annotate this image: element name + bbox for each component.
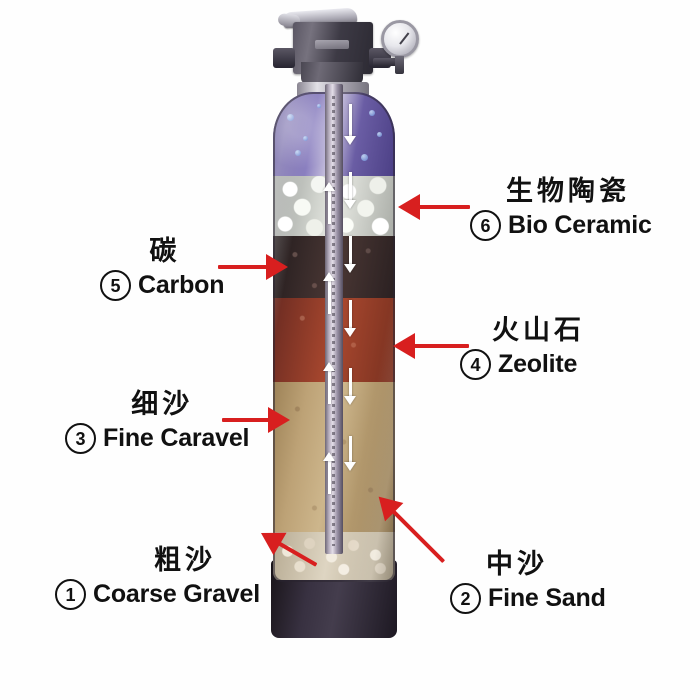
callout-1-en: Coarse Gravel: [93, 580, 260, 608]
filter-tank-assembly: [255, 0, 450, 660]
callout-4-number: 4: [460, 349, 491, 380]
callout-6[interactable]: 生物陶瓷 6 Bio Ceramic: [470, 178, 652, 241]
valve-neck: [301, 62, 363, 84]
callout-6-en: Bio Ceramic: [508, 211, 652, 239]
callout-4[interactable]: 火山石 4 Zeolite: [460, 317, 585, 380]
bubble-icon: [369, 110, 375, 116]
callout-2-number: 2: [450, 583, 481, 614]
bubble-icon: [303, 136, 308, 141]
gauge-stem: [395, 56, 404, 74]
riser-slot-texture: [332, 96, 335, 546]
callout-5-cn: 碳: [149, 236, 181, 266]
pressure-gauge-icon: [381, 20, 419, 58]
callout-1[interactable]: 粗沙 1 Coarse Gravel: [55, 547, 260, 610]
callout-6-number: 6: [470, 210, 501, 241]
bubble-icon: [361, 154, 368, 161]
callout-5-en: Carbon: [138, 271, 225, 299]
callout-2-cn: 中沙: [486, 549, 548, 579]
callout-3-number: 3: [65, 423, 96, 454]
callout-2[interactable]: 中沙 2 Fine Sand: [450, 551, 606, 614]
callout-3[interactable]: 细沙 3 Fine Caravel: [65, 391, 249, 454]
bubble-icon: [317, 104, 321, 108]
callout-4-cn: 火山石: [492, 315, 585, 345]
callout-1-number: 1: [55, 579, 86, 610]
callout-1-cn: 粗沙: [153, 545, 216, 575]
bubble-icon: [377, 132, 382, 137]
callout-2-en: Fine Sand: [488, 584, 606, 612]
callout-5-number: 5: [100, 270, 131, 301]
callout-5[interactable]: 碳 5 Carbon: [100, 236, 225, 301]
callout-4-en: Zeolite: [498, 350, 578, 378]
callout-3-en: Fine Caravel: [103, 424, 250, 452]
gauge-arm: [373, 58, 399, 66]
valve-inlet-port: [273, 48, 295, 68]
bubble-icon: [295, 150, 301, 156]
layer-tank-bottom: [273, 580, 395, 582]
callout-3-cn: 细沙: [131, 389, 194, 419]
callout-6-cn: 生物陶瓷: [506, 176, 630, 206]
bubble-icon: [287, 114, 294, 121]
